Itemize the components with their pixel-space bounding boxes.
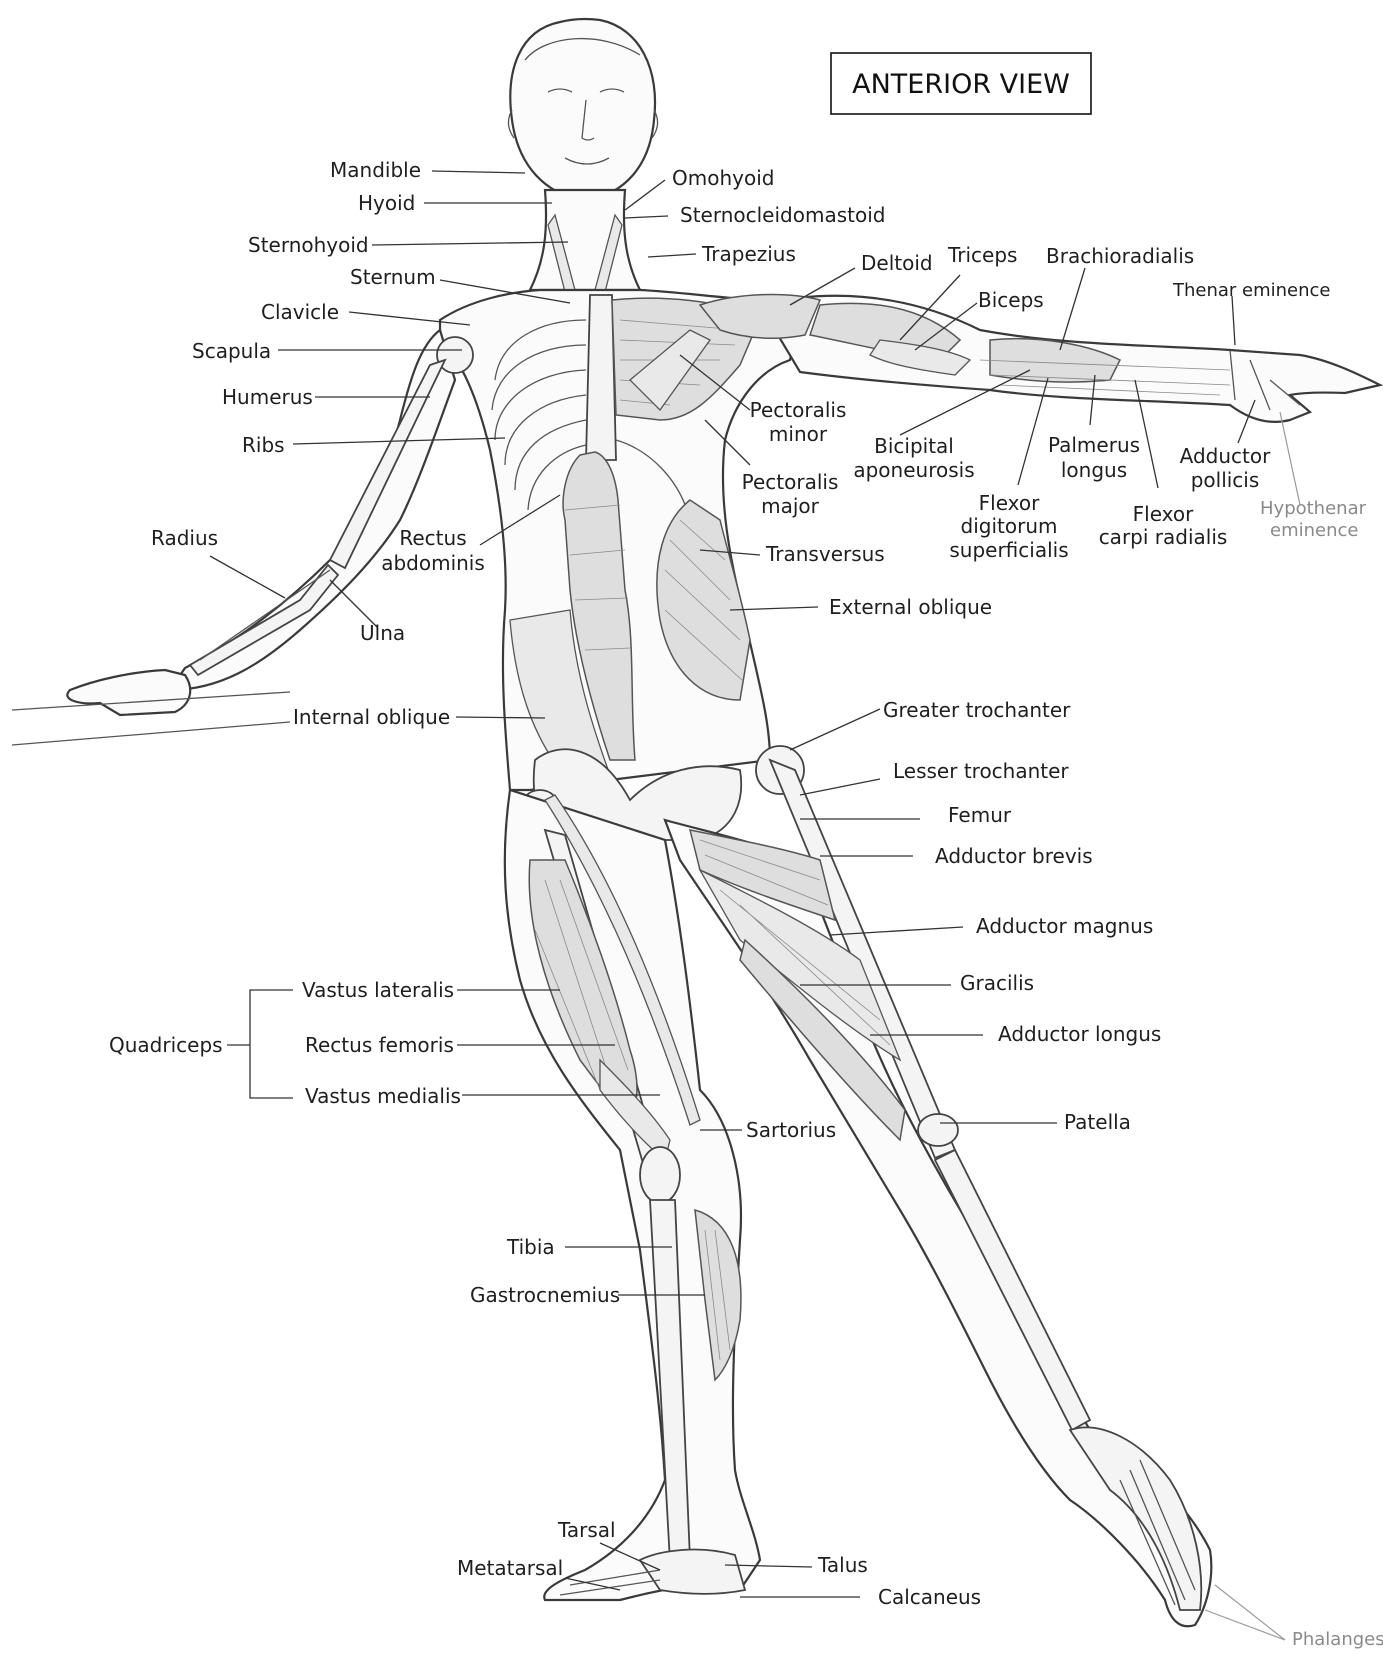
- label-metatarsal: Metatarsal: [457, 1556, 563, 1580]
- label-clavicle: Clavicle: [261, 300, 339, 324]
- label-flexor-carpi-line2: carpi radialis: [1099, 525, 1228, 549]
- label-internal-oblique: Internal oblique: [293, 705, 450, 729]
- label-flexor-digitorum-line3: superficialis: [949, 538, 1068, 562]
- label-radius: Radius: [151, 526, 218, 550]
- label-rectus-abdominis-line2: abdominis: [381, 551, 485, 575]
- label-trapezius: Trapezius: [701, 242, 796, 266]
- label-lesser-trochanter: Lesser trochanter: [893, 759, 1069, 783]
- label-pectoralis-minor-line2: minor: [769, 422, 828, 446]
- label-triceps: Triceps: [947, 243, 1017, 267]
- label-bicipital-aponeurosis-line2: aponeurosis: [853, 458, 974, 482]
- label-hypothenar-eminence-line1: Hypothenar: [1260, 498, 1367, 519]
- label-omohyoid: Omohyoid: [672, 166, 774, 190]
- label-sternohyoid: Sternohyoid: [248, 233, 369, 257]
- label-hyoid: Hyoid: [358, 191, 415, 215]
- label-external-oblique: External oblique: [829, 595, 992, 619]
- label-sternum: Sternum: [350, 265, 436, 289]
- label-talus: Talus: [817, 1553, 868, 1577]
- label-sternocleidomastoid: Sternocleidomastoid: [680, 203, 885, 227]
- label-phalanges: Phalanges: [1292, 1629, 1383, 1649]
- label-brachioradialis: Brachioradialis: [1046, 244, 1194, 268]
- label-tibia: Tibia: [506, 1235, 555, 1259]
- label-mandible: Mandible: [330, 158, 421, 182]
- label-gracilis: Gracilis: [960, 971, 1034, 995]
- label-quadriceps: Quadriceps: [109, 1033, 223, 1057]
- label-bicipital-aponeurosis-line1: Bicipital: [874, 434, 954, 458]
- label-sartorius: Sartorius: [746, 1118, 836, 1142]
- label-calcaneus: Calcaneus: [878, 1585, 981, 1609]
- label-deltoid: Deltoid: [861, 251, 933, 275]
- label-palmerus-longus-line2: longus: [1061, 458, 1127, 482]
- label-flexor-digitorum-line2: digitorum: [961, 514, 1058, 538]
- label-adductor-pollicis-line2: pollicis: [1191, 468, 1260, 492]
- neck-illustration: [530, 190, 640, 290]
- label-adductor-brevis: Adductor brevis: [935, 844, 1093, 868]
- label-pectoralis-major-line2: major: [761, 494, 820, 518]
- label-ulna: Ulna: [360, 621, 405, 645]
- diagram-title: ANTERIOR VIEW: [852, 69, 1070, 100]
- head-illustration: [508, 19, 657, 200]
- label-vastus-medialis: Vastus medialis: [305, 1084, 461, 1108]
- label-gastrocnemius: Gastrocnemius: [470, 1283, 620, 1307]
- label-pectoralis-minor-line1: Pectoralis: [750, 398, 847, 422]
- label-scapula: Scapula: [192, 339, 271, 363]
- label-adductor-longus: Adductor longus: [998, 1022, 1161, 1046]
- label-adductor-magnus: Adductor magnus: [976, 914, 1153, 938]
- label-humerus: Humerus: [222, 385, 313, 409]
- label-transversus: Transversus: [765, 542, 885, 566]
- label-greater-trochanter: Greater trochanter: [883, 698, 1071, 722]
- label-palmerus-longus-line1: Palmerus: [1048, 433, 1140, 457]
- label-rectus-abdominis-line1: Rectus: [399, 526, 466, 550]
- label-vastus-lateralis: Vastus lateralis: [302, 978, 454, 1002]
- label-femur: Femur: [948, 803, 1012, 827]
- label-ribs: Ribs: [242, 433, 285, 457]
- label-biceps: Biceps: [978, 288, 1044, 312]
- label-adductor-pollicis-line1: Adductor: [1180, 444, 1271, 468]
- label-tarsal: Tarsal: [557, 1518, 616, 1542]
- left-leg-illustration: [665, 760, 1211, 1626]
- label-thenar-eminence: Thenar eminence: [1172, 280, 1331, 301]
- label-rectus-femoris: Rectus femoris: [305, 1033, 454, 1057]
- label-hypothenar-eminence-line2: eminence: [1270, 520, 1358, 541]
- label-flexor-carpi-line1: Flexor: [1133, 502, 1194, 526]
- label-pectoralis-major-line1: Pectoralis: [742, 470, 839, 494]
- label-flexor-digitorum-line1: Flexor: [979, 491, 1040, 515]
- label-patella: Patella: [1064, 1110, 1131, 1134]
